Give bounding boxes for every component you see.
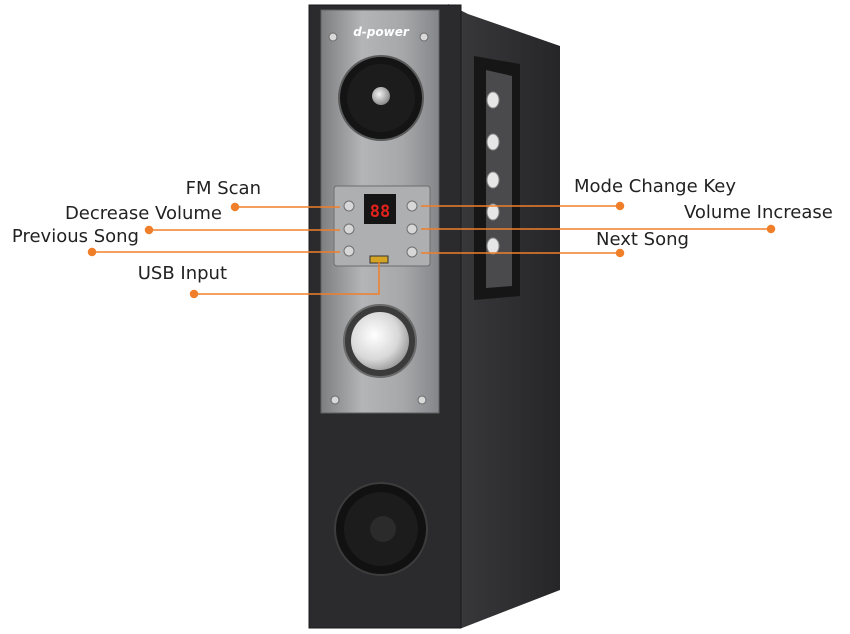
callout-next-song: Next Song <box>596 229 689 250</box>
callout-decrease-volume: Decrease Volume <box>64 203 222 224</box>
led-digits: 88 <box>370 202 390 222</box>
side-buttons <box>486 91 500 255</box>
callout-fm-scan: FM Scan <box>185 178 261 199</box>
callout-volume-increase: Volume Increase <box>684 202 833 223</box>
callout-lines <box>87 201 776 299</box>
usb-port <box>369 255 389 264</box>
callout-usb-input: USB Input <box>137 263 227 284</box>
callout-previous-song: Previous Song <box>11 226 139 247</box>
brand-logo: d-power <box>353 25 410 39</box>
panel-screws <box>328 32 429 405</box>
callout-mode-change-key: Mode Change Key <box>574 176 737 197</box>
control-panel <box>333 185 431 267</box>
control-buttons <box>343 200 418 258</box>
led-display <box>364 194 396 224</box>
